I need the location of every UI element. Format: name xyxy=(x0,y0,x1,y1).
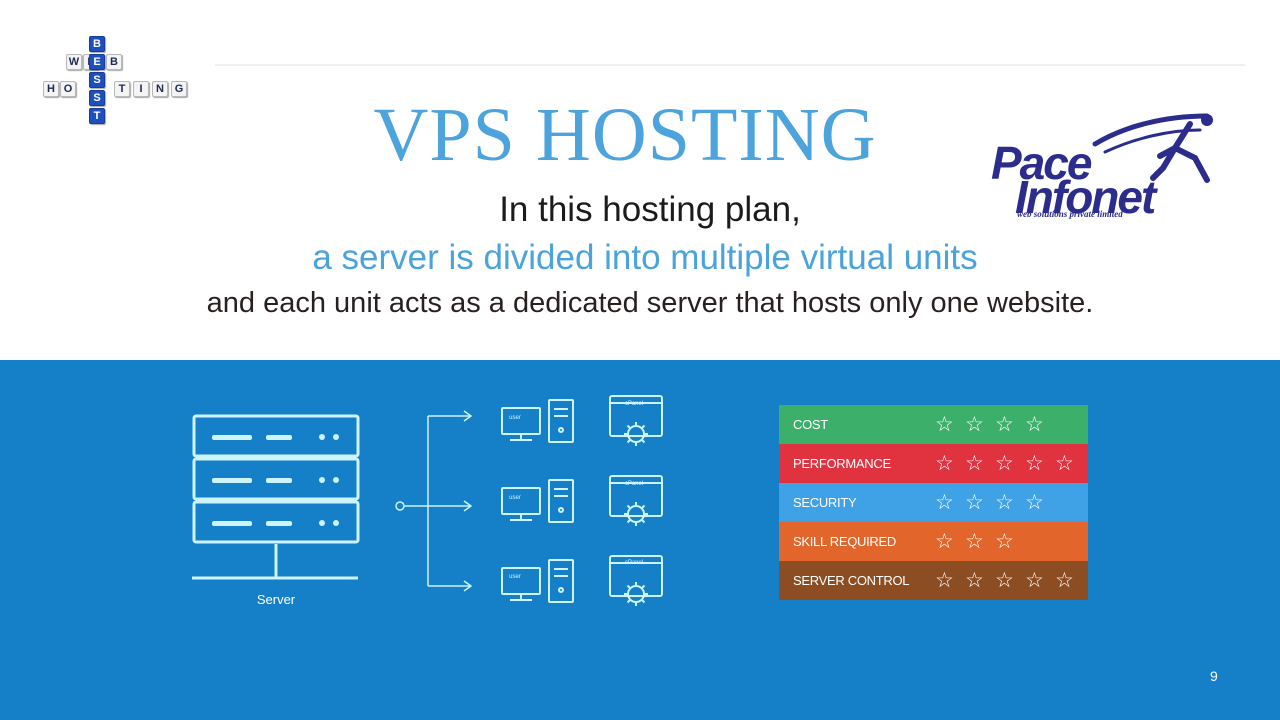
pace-tagline: web solutions private limited xyxy=(1017,209,1123,219)
page-number: 9 xyxy=(1210,668,1218,684)
vm-label: user xyxy=(509,574,521,580)
star-outline-icon: ☆ xyxy=(1025,452,1044,475)
description-line: and each unit acts as a dedicated server… xyxy=(206,287,1094,319)
server-label: Server xyxy=(256,592,296,607)
star-outline-icon: ☆ xyxy=(965,530,984,553)
pc-tower-icon xyxy=(548,479,574,523)
vm-label: user xyxy=(509,495,521,501)
logo-tile: I xyxy=(133,81,149,97)
cpanel-gear-icon xyxy=(609,555,663,597)
monitor-icon xyxy=(501,567,541,595)
star-outline-icon: ☆ xyxy=(995,569,1014,592)
rating-row: SERVER CONTROL ☆ ☆ ☆ ☆ ☆ xyxy=(779,561,1088,600)
logo-tile: S xyxy=(89,90,105,106)
logo-tile: H xyxy=(43,81,59,97)
star-outline-icon: ☆ xyxy=(995,452,1014,475)
rating-stars: ☆ ☆ ☆ ☆ ☆ xyxy=(919,570,1088,591)
star-outline-icon: ☆ xyxy=(935,413,954,436)
rating-stars: ☆ ☆ ☆ xyxy=(919,531,1088,552)
server-rack-icon xyxy=(192,414,360,580)
rating-row: SKILL REQUIRED ☆ ☆ ☆ xyxy=(779,522,1088,561)
cpanel-label: cPanel xyxy=(624,401,644,407)
star-outline-icon: ☆ xyxy=(965,491,984,514)
logo-tile: T xyxy=(89,108,105,124)
star-outline-icon: ☆ xyxy=(1055,452,1074,475)
logo-tile: S xyxy=(89,72,105,88)
star-outline-icon: ☆ xyxy=(1025,569,1044,592)
logo-tile: O xyxy=(60,81,76,97)
gear-icon xyxy=(627,585,645,603)
intro-line: In this hosting plan, xyxy=(499,190,801,229)
logo-tile: B xyxy=(106,54,122,70)
star-outline-icon: ☆ xyxy=(1025,491,1044,514)
cpanel-label: cPanel xyxy=(624,481,644,487)
logo-tile: B xyxy=(89,36,105,52)
logo-tile: N xyxy=(152,81,168,97)
vm-unit xyxy=(501,555,663,606)
star-outline-icon: ☆ xyxy=(1025,413,1044,436)
vps-diagram: Server user user user cPanel cPanel cPan… xyxy=(0,360,760,660)
logo-tile: G xyxy=(171,81,187,97)
logo-tile: W xyxy=(66,54,82,70)
gear-icon xyxy=(627,425,645,443)
runner-swoosh-icon xyxy=(1092,113,1213,183)
rating-stars: ☆ ☆ ☆ ☆ xyxy=(919,492,1088,513)
gear-icon xyxy=(627,505,645,523)
star-outline-icon: ☆ xyxy=(935,530,954,553)
star-outline-icon: ☆ xyxy=(965,452,984,475)
vm-unit xyxy=(501,475,663,526)
rating-row: PERFORMANCE ☆ ☆ ☆ ☆ ☆ xyxy=(779,444,1088,483)
monitor-icon xyxy=(501,407,541,435)
pc-tower-icon xyxy=(548,559,574,603)
star-outline-icon: ☆ xyxy=(995,491,1014,514)
rating-label: COST xyxy=(793,417,828,432)
diagram-graphics xyxy=(192,395,663,606)
star-outline-icon: ☆ xyxy=(935,569,954,592)
vm-label: user xyxy=(509,415,521,421)
pace-infonet-logo: Pace Infonet web solutions private limit… xyxy=(985,108,1225,228)
rating-label: SECURITY xyxy=(793,495,857,510)
star-outline-icon: ☆ xyxy=(965,413,984,436)
cpanel-label: cPanel xyxy=(624,560,644,566)
rating-stars: ☆ ☆ ☆ ☆ xyxy=(919,414,1088,435)
star-outline-icon: ☆ xyxy=(995,530,1014,553)
slide-title: VPS HOSTING xyxy=(373,93,877,177)
logo-tile: E xyxy=(89,54,105,70)
connector-lines xyxy=(395,410,473,592)
star-outline-icon: ☆ xyxy=(935,452,954,475)
rating-row: COST ☆ ☆ ☆ ☆ xyxy=(779,405,1088,444)
pc-tower-icon xyxy=(548,399,574,443)
rating-row: SECURITY ☆ ☆ ☆ ☆ xyxy=(779,483,1088,522)
rating-stars: ☆ ☆ ☆ ☆ ☆ xyxy=(919,453,1088,474)
header-divider xyxy=(215,64,1245,66)
star-outline-icon: ☆ xyxy=(1055,569,1074,592)
rating-label: SERVER CONTROL xyxy=(793,573,910,588)
logo-tile: T xyxy=(114,81,130,97)
rating-table: COST☆☆☆☆PERFORMANCE☆☆☆☆☆SECURITY☆☆☆☆SKIL… xyxy=(779,405,1088,600)
pace-word: Pace xyxy=(991,137,1092,189)
cpanel-gear-icon xyxy=(609,475,663,517)
vm-unit xyxy=(501,395,663,446)
best-web-hosting-logo: W E B E S T B H O S T I N G xyxy=(38,32,203,127)
infonet-word: Infonet xyxy=(1015,171,1156,223)
rating-label: PERFORMANCE xyxy=(793,456,891,471)
highlight-line: a server is divided into multiple virtua… xyxy=(312,238,978,277)
cpanel-gear-icon xyxy=(609,395,663,437)
star-outline-icon: ☆ xyxy=(935,491,954,514)
star-outline-icon: ☆ xyxy=(995,413,1014,436)
monitor-icon xyxy=(501,487,541,515)
star-outline-icon: ☆ xyxy=(965,569,984,592)
rating-label: SKILL REQUIRED xyxy=(793,534,896,549)
